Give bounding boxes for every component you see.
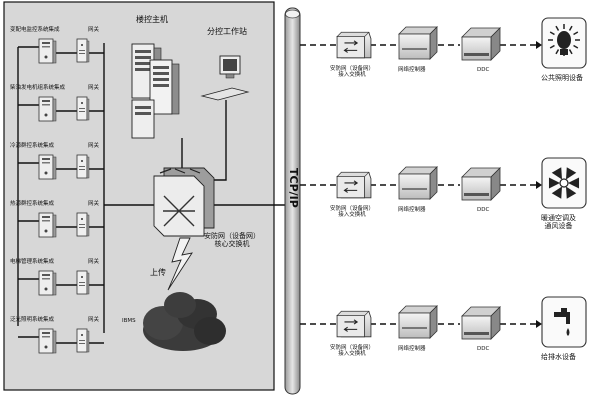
subsystem-rows xyxy=(18,38,104,354)
endpoint-tile xyxy=(541,157,587,209)
tcp-ip-label: TCP/IP xyxy=(287,168,300,208)
gateway-icon xyxy=(76,96,90,121)
subsystem-label: 热源群控系统集成 xyxy=(10,201,55,207)
access-switch-label: 安防网（设备网） 接入交换机 xyxy=(330,66,375,79)
subsystem-label: 变配电监控系统集成 xyxy=(10,27,60,33)
gateway-icon xyxy=(76,38,90,63)
subsystem-row xyxy=(18,96,104,122)
endpoint-label: 给排水设备 xyxy=(541,353,576,361)
network-controller-icon xyxy=(398,305,438,339)
core-connection-lines xyxy=(104,100,285,206)
access-switch-icon xyxy=(336,171,372,199)
branch-row xyxy=(300,296,587,348)
ddc-icon xyxy=(461,306,501,340)
gateway-label: 网关 xyxy=(88,143,100,149)
network-controller-label: 网络控制器 xyxy=(398,207,426,213)
gateway-label: 网关 xyxy=(88,27,100,33)
network-controller-icon xyxy=(398,26,438,60)
subsystem-row xyxy=(18,270,104,296)
subsystem-pc-icon xyxy=(38,38,57,64)
main-host-label: 楼控主机 xyxy=(136,15,168,24)
ddc-icon xyxy=(461,27,501,61)
ddc-label: DDC xyxy=(477,346,490,352)
upload-label: 上传 xyxy=(150,268,166,277)
subsystem-pc-icon xyxy=(38,154,57,180)
endpoint-tile xyxy=(541,17,587,69)
network-controller-label: 网络控制器 xyxy=(398,346,426,352)
workstation-label: 分控工作站 xyxy=(207,27,247,36)
ddc-icon xyxy=(461,167,501,201)
ibms-cloud xyxy=(143,292,226,351)
gateway-label: 网关 xyxy=(88,259,100,265)
subsystem-label: 冷源群控系统集成 xyxy=(10,143,55,149)
subsystem-row xyxy=(18,328,104,354)
access-switch-icon xyxy=(336,310,372,338)
network-controller-label: 网络控制器 xyxy=(398,67,426,73)
gateway-icon xyxy=(76,212,90,237)
main-host-servers xyxy=(131,43,180,139)
ibms-label: IBMS xyxy=(122,318,136,324)
core-switch xyxy=(153,167,215,237)
subsystem-label: 电梯管理系统集成 xyxy=(10,259,55,265)
water-tap-icon xyxy=(554,308,570,336)
gateway-label: 网关 xyxy=(88,85,100,91)
subsystem-pc-icon xyxy=(38,270,57,296)
ddc-label: DDC xyxy=(477,67,490,73)
fan-icon xyxy=(548,167,580,199)
endpoint-tile xyxy=(541,296,587,348)
ddc-label: DDC xyxy=(477,207,490,213)
gateway-icon xyxy=(76,154,90,179)
gateway-label: 网关 xyxy=(88,201,100,207)
branch-row xyxy=(300,17,587,69)
subsystem-pc-icon xyxy=(38,328,57,354)
gateway-icon xyxy=(76,328,90,353)
endpoint-label: 公共照明设备 xyxy=(541,74,583,82)
subsystem-row xyxy=(18,154,104,180)
subsystem-pc-icon xyxy=(38,212,57,238)
network-controller-icon xyxy=(398,166,438,200)
core-switch-label: 安防网（设备网） 核心交换机 xyxy=(204,232,260,249)
access-switch-label: 安防网（设备网） 接入交换机 xyxy=(330,206,375,219)
subsystem-row xyxy=(18,38,104,64)
branch-row xyxy=(300,157,587,209)
gateway-label: 网关 xyxy=(88,317,100,323)
access-switch-icon xyxy=(336,31,372,59)
access-switch-label: 安防网（设备网） 接入交换机 xyxy=(330,345,375,358)
subsystem-label: 泛光照明系统集成 xyxy=(10,317,55,323)
subsystem-row xyxy=(18,212,104,238)
endpoint-label: 暖通空调及 通风设备 xyxy=(541,214,576,231)
gateway-icon xyxy=(76,270,90,295)
subsystem-label: 柴油发电机组系统集成 xyxy=(10,85,66,91)
upload-lightning-icon xyxy=(167,237,193,291)
workstation-computer xyxy=(200,55,250,101)
light-bulb-icon xyxy=(548,24,580,56)
branch-rows xyxy=(300,17,587,348)
tcp-ip-bus xyxy=(284,7,301,395)
subsystem-pc-icon xyxy=(38,96,57,122)
